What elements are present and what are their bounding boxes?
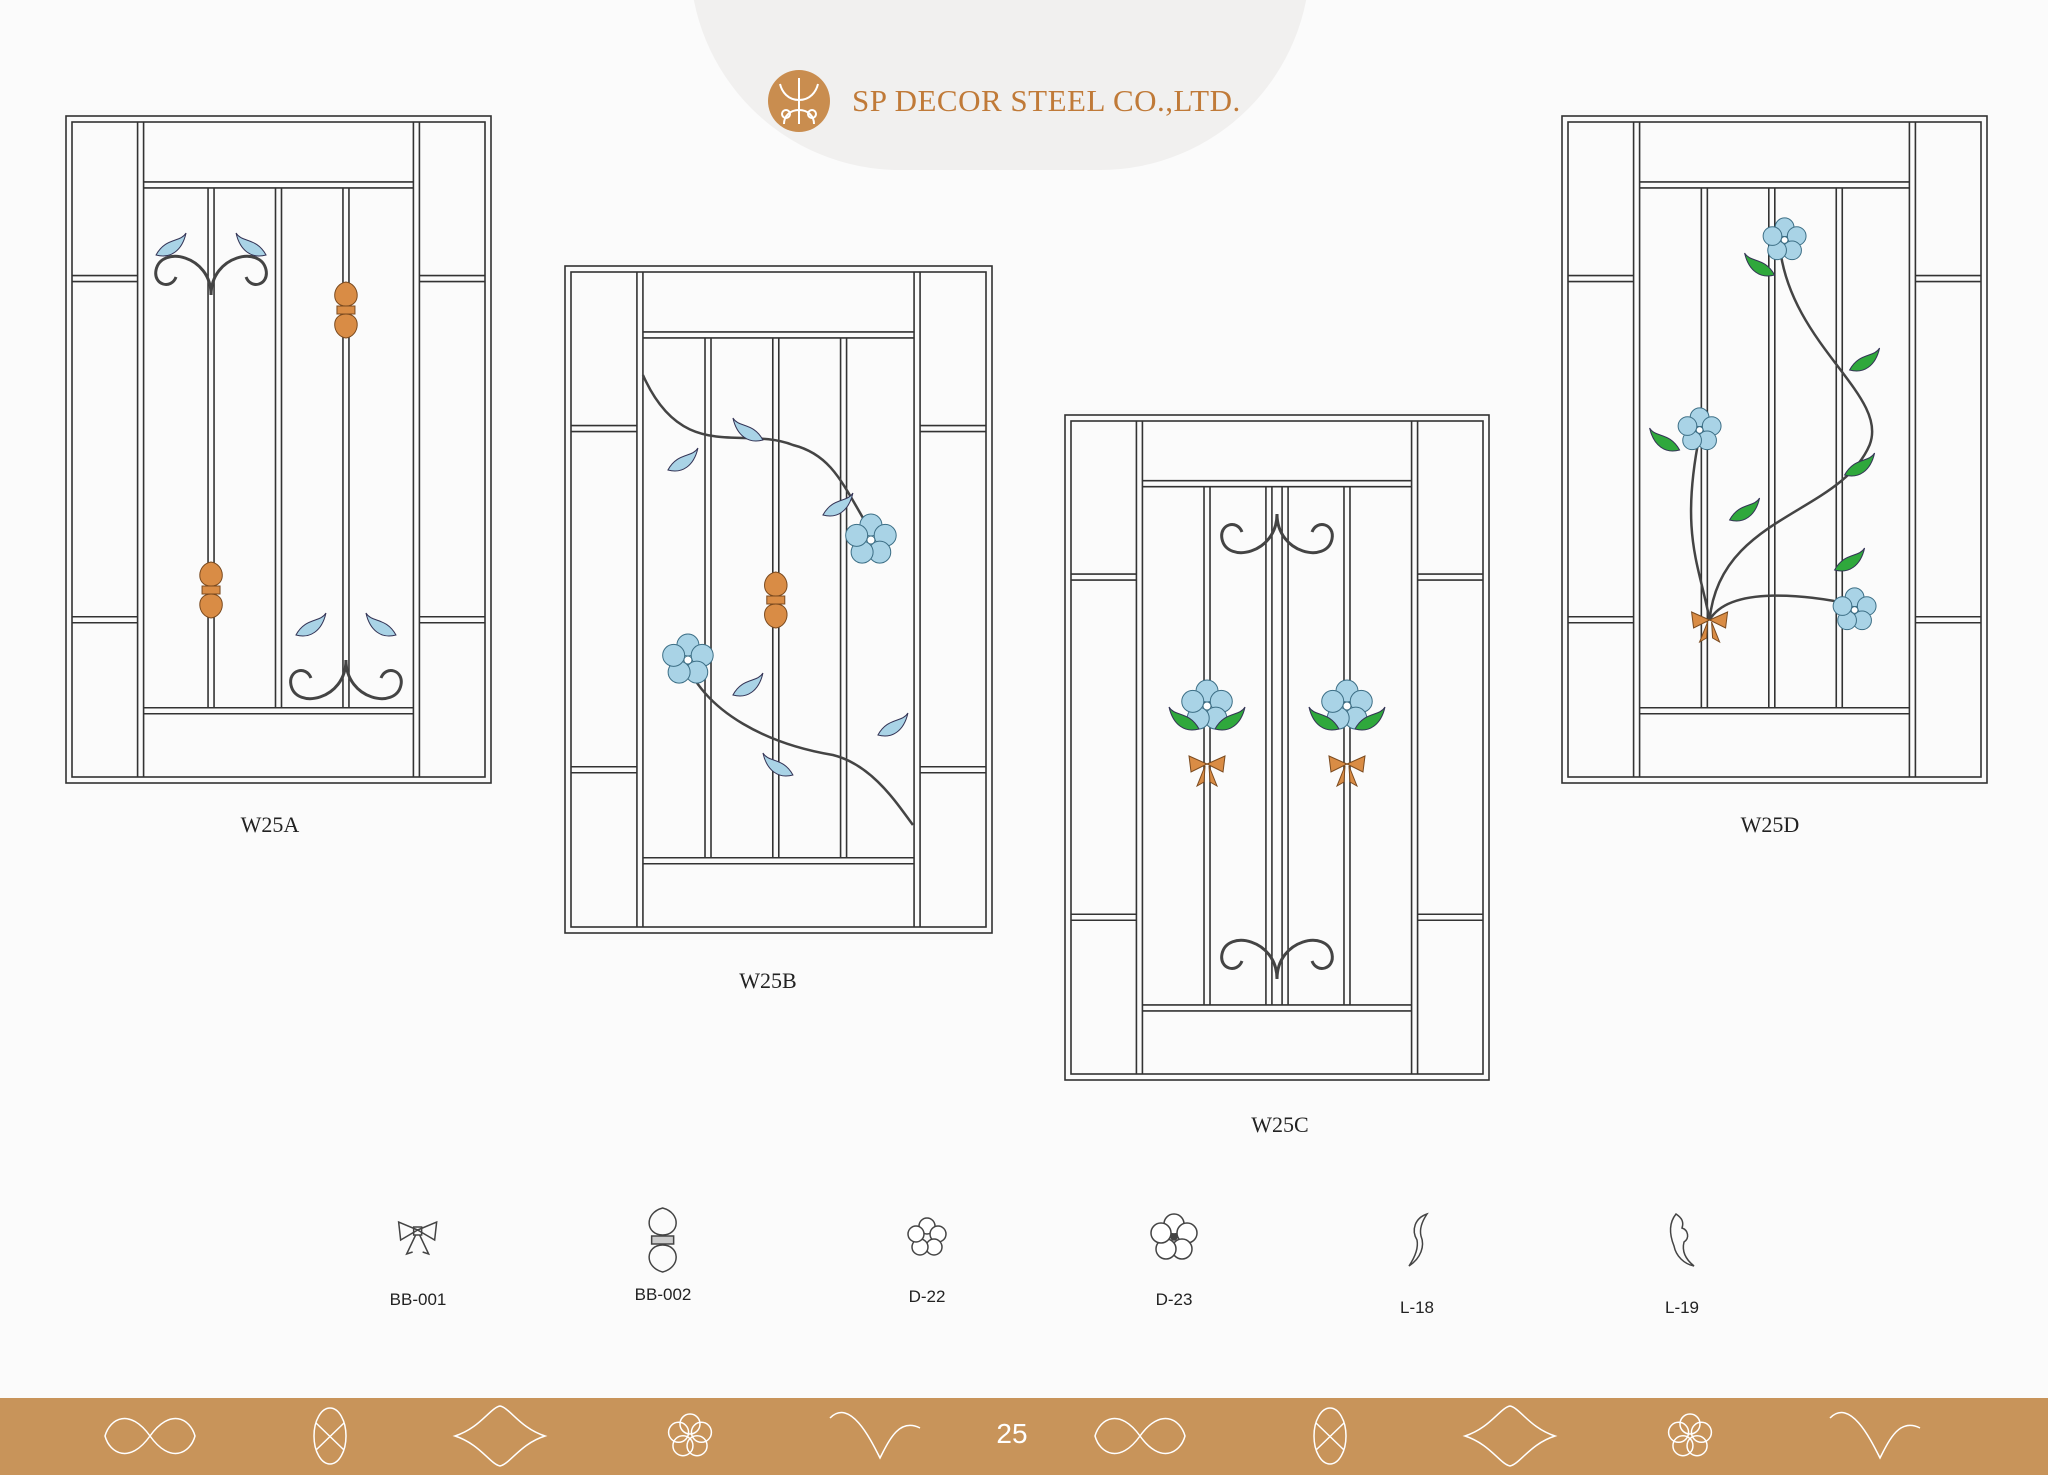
flower-icon <box>1150 1213 1198 1260</box>
window-design-w25a <box>65 115 492 784</box>
part-code: D-22 <box>908 1287 946 1306</box>
window-design-w25b <box>564 265 993 934</box>
page-header: SP DECOR STEEL CO.,LTD. <box>768 70 1241 132</box>
part-bb-002: BB-002 <box>634 1205 692 1305</box>
design-code-label: W25C <box>1251 1112 1309 1137</box>
leaf-icon <box>1408 1212 1429 1267</box>
part-d-22: D-22 <box>905 1215 949 1307</box>
company-name: SP DECOR STEEL CO.,LTD. <box>852 83 1241 118</box>
part-code: D-23 <box>1155 1290 1193 1309</box>
design-code-label: W25D <box>1740 812 1800 837</box>
design-code-label: W25A <box>240 812 300 837</box>
leaf-icon <box>1669 1212 1695 1267</box>
part-d-23: D-23 <box>1149 1212 1199 1310</box>
part-code: L-19 <box>1664 1298 1700 1317</box>
footer-band <box>0 1398 2048 1475</box>
window-design-w25c <box>1064 414 1490 1081</box>
part-bb-001: BB-001 <box>389 1212 447 1310</box>
flower-icon <box>907 1217 947 1256</box>
company-logo <box>768 70 830 132</box>
part-code: BB-002 <box>634 1285 692 1304</box>
footer-ornament-pattern <box>104 1405 1921 1467</box>
design-code-label: W25B <box>739 968 797 993</box>
window-design-w25d <box>1561 115 1988 784</box>
bow-icon <box>398 1220 438 1256</box>
part-l-19: L-19 <box>1662 1210 1702 1318</box>
page-number: 25 <box>996 1418 1028 1449</box>
part-code: BB-001 <box>389 1290 447 1309</box>
part-l-18: L-18 <box>1397 1210 1437 1318</box>
part-code: L-18 <box>1399 1298 1435 1317</box>
double-shell-icon <box>648 1207 678 1273</box>
